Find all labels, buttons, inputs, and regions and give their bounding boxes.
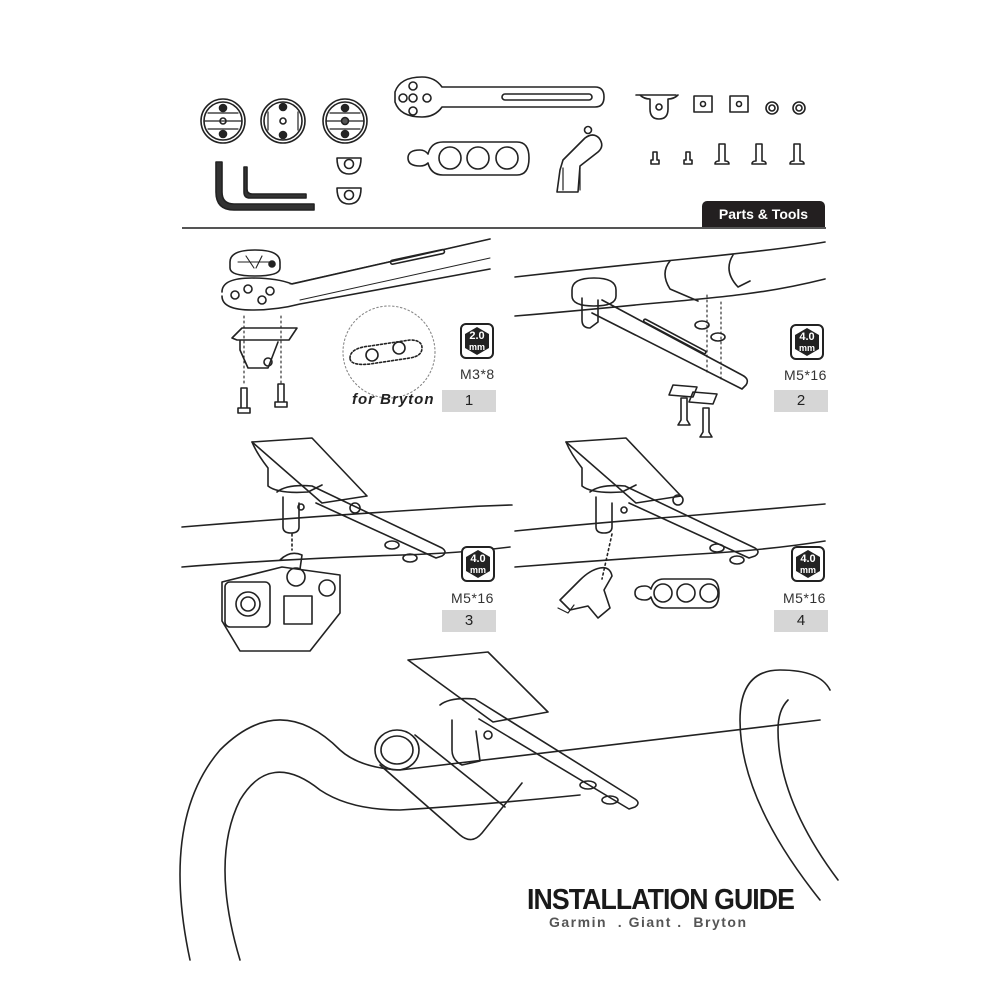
- screw-m5-1: [714, 143, 730, 165]
- step-2-illustration: [514, 241, 826, 438]
- screw-m3-2: [683, 151, 693, 165]
- tool-size: 4.0: [800, 553, 816, 565]
- hex-key-large: [215, 161, 315, 211]
- screw-spec-step-2: M5*16: [784, 367, 827, 383]
- screw-m5-2: [751, 143, 767, 165]
- hex-key-badge-step-1: 2.0 mm: [460, 323, 494, 359]
- square-nut-2: [729, 95, 749, 113]
- tool-size: 4.0: [470, 553, 486, 565]
- screw-spec-step-4: M5*16: [783, 590, 826, 606]
- section-divider: [182, 227, 826, 229]
- step-number-4: 4: [774, 610, 828, 632]
- step-number-3: 3: [442, 610, 496, 632]
- extension-arm: [394, 76, 605, 118]
- tool-size: 4.0: [799, 331, 815, 343]
- tool-unit: mm: [799, 565, 816, 575]
- hex-key-icon: [790, 324, 824, 360]
- guide-subtitle: Garmin . Giant . Bryton: [549, 914, 748, 930]
- hex-key-small: [243, 166, 307, 199]
- step-1-illustration: [221, 238, 491, 414]
- tool-unit: mm: [469, 565, 486, 575]
- guide-title: INSTALLATION GUIDE: [527, 884, 795, 916]
- giant-mount-adapter: [260, 98, 306, 144]
- for-bryton-note: for Bryton: [352, 391, 435, 408]
- tool-unit: mm: [798, 343, 815, 353]
- hex-key-icon: [460, 323, 494, 359]
- screw-spec-step-1: M3*8: [460, 366, 495, 382]
- spacer-2: [336, 187, 362, 205]
- angled-bracket: [556, 125, 603, 193]
- final-assembly-illustration: [179, 651, 839, 961]
- hex-key-badge-step-3: 4.0 mm: [461, 546, 495, 582]
- spacer-1: [336, 157, 362, 175]
- hex-key-badge-step-4: 4.0 mm: [791, 546, 825, 582]
- square-nut-1: [693, 95, 713, 113]
- screw-m3-1: [650, 151, 660, 165]
- small-bracket-plate: [407, 141, 530, 176]
- step-number-2: 2: [774, 390, 828, 412]
- washer-1: [765, 101, 779, 115]
- garmin-mount-adapter: [200, 98, 246, 144]
- washer-2: [792, 101, 806, 115]
- tool-unit: mm: [468, 342, 485, 352]
- hex-key-icon: [791, 546, 825, 582]
- tool-size: 2.0: [469, 330, 485, 342]
- screw-m5-3: [789, 143, 805, 165]
- hex-key-icon: [461, 546, 495, 582]
- bryton-mount-adapter: [322, 98, 368, 144]
- parts-tools-tab: Parts & Tools: [702, 201, 825, 227]
- step-number-1: 1: [442, 390, 496, 412]
- screw-spec-step-3: M5*16: [451, 590, 494, 606]
- gopro-adapter-mount: [635, 94, 679, 120]
- hex-key-badge-step-2: 4.0 mm: [790, 324, 824, 360]
- step-4-illustration: [514, 437, 826, 619]
